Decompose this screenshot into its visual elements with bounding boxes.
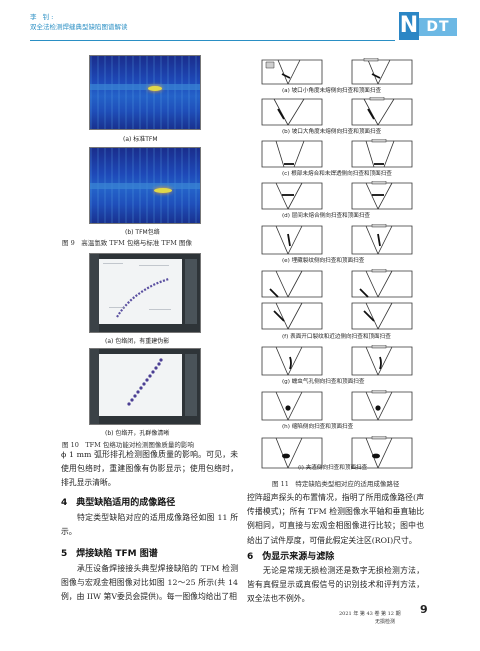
diagram-a: (a) 坡口小角度未熔侧向扫查和顶面扫查 xyxy=(260,58,420,94)
tfm-band xyxy=(90,84,200,90)
fig9b-caption: (b) TFM包络 xyxy=(125,229,160,236)
diagram-h-caption: (h) 缩陷侧向扫查和顶面扫查 xyxy=(282,424,354,430)
logo-n: N xyxy=(399,12,419,40)
diagram-d-caption: (d) 层间未熔合侧向扫查和顶面扫查 xyxy=(282,213,371,219)
right-paragraph-2: 无论是常规无损检测还是数字无损检测方法，皆有真假显示或真假信号的识别技术和评判方… xyxy=(247,566,424,604)
diagram-e: (e) 埋藏裂纹侧向扫查和顶面扫查 xyxy=(260,224,420,264)
diagram-f: (f) 表面开口裂纹和近边侧向扫查和顶面扫查 xyxy=(260,269,420,340)
diagram-b-caption: (b) 坡口大角度未熔侧向扫查和顶面扫查 xyxy=(282,129,382,135)
tfm-indication xyxy=(148,86,162,91)
hole-arc-plot xyxy=(127,358,163,406)
section-6-heading: 6 伪显示来源与滤除 xyxy=(247,552,335,562)
diagram-a-caption: (a) 坡口小角度未熔侧向扫查和顶面扫查 xyxy=(282,88,382,94)
logo-dt: DT xyxy=(419,18,457,36)
fig11-caption: 图 11 特定缺陷类型相对应的适用成像路径 xyxy=(272,480,400,488)
section-4-heading: 4 典型缺陷适用的成像路径 xyxy=(61,498,176,508)
diagram-g: (g) 蠕虫气孔侧向扫查和顶面扫查 xyxy=(260,345,420,385)
page-number: 9 xyxy=(420,603,428,616)
left-paragraph-3: 承压设备焊接接头典型焊接缺陷的 TFM 检测图像与宏观金相图像对比如图 12～2… xyxy=(61,564,238,602)
right-paragraph-1: 控阵超声探头的布置情况，指明了所用成像路径(声传播模式)；所有 TFM 检测图像… xyxy=(247,493,424,545)
fig9a-tfm-image xyxy=(89,55,201,130)
ndt-logo: N DT xyxy=(399,12,457,40)
journal-name: 无损检测 xyxy=(375,619,396,625)
screen-panel xyxy=(99,354,182,416)
running-head-title: 双全法检测焊缝典型缺陷图谱解读 xyxy=(30,23,128,31)
diagram-f-caption: (f) 表面开口裂纹和近边侧向扫查和顶面扫查 xyxy=(282,334,391,340)
fig9b-tfm-envelope-image xyxy=(89,147,201,224)
left-paragraph-1: ϕ 1 mm 弧形排孔检测图像质量的影响。可见，未使用包络时，重建图像有伪影显示… xyxy=(61,450,238,488)
fig10b-screen-image xyxy=(89,348,201,425)
diagram-e-caption: (e) 埋藏裂纹侧向扫查和顶面扫查 xyxy=(282,258,365,264)
running-head-author: 李 钊: xyxy=(30,13,56,21)
diagram-i-caption: (i) 夹渣侧向扫查和顶面扫查 xyxy=(298,465,368,471)
fig9a-caption: (a) 标准TFM xyxy=(123,136,158,143)
screen-toolbar xyxy=(90,254,99,332)
screen-sidebar xyxy=(185,354,197,416)
section-5-heading: 5 焊接缺陷 TFM 图谱 xyxy=(61,549,158,559)
tfm-indication xyxy=(154,188,172,193)
screen-toolbar xyxy=(90,349,99,424)
diagram-h: (h) 缩陷侧向扫查和顶面扫查 xyxy=(260,390,420,430)
screen-sidebar xyxy=(185,259,197,324)
fig10b-caption: (b) 包络开，孔群像清晰 xyxy=(105,430,170,437)
tfm-band xyxy=(90,183,200,189)
diagram-c-caption: (c) 根部未熔合和未焊透侧向扫查和顶面扫查 xyxy=(282,171,392,177)
fig10-caption: 图 10 TFM 包络功能对检测图像质量的影响 xyxy=(62,441,194,449)
hole-arc-plot xyxy=(103,263,171,318)
diagram-i: (i) 夹渣侧向扫查和顶面扫查 xyxy=(260,436,420,471)
diagram-g-caption: (g) 蠕虫气孔侧向扫查和顶面扫查 xyxy=(282,379,365,385)
journal-issue: 2021 年 第 43 卷 第 12 期 xyxy=(339,611,401,617)
fig10a-screen-image xyxy=(89,253,201,333)
tfm-texture xyxy=(90,56,200,129)
diagram-d: (d) 层间未熔合侧向扫查和顶面扫查 xyxy=(260,181,420,219)
screen-panel xyxy=(99,259,182,324)
fig10a-caption: (a) 包络闭，有重建伪影 xyxy=(105,338,170,345)
diagram-c: (c) 根部未熔合和未焊透侧向扫查和顶面扫查 xyxy=(260,139,420,177)
fig9-caption: 图 9 高温氢致 TFM 包络与标准 TFM 图像 xyxy=(62,239,192,247)
left-paragraph-2: 特定类型缺陷对应的适用成像路径如图 11 所示。 xyxy=(61,513,238,537)
header-rule xyxy=(30,40,395,41)
diagram-b: (b) 坡口大角度未熔侧向扫查和顶面扫查 xyxy=(260,97,420,135)
